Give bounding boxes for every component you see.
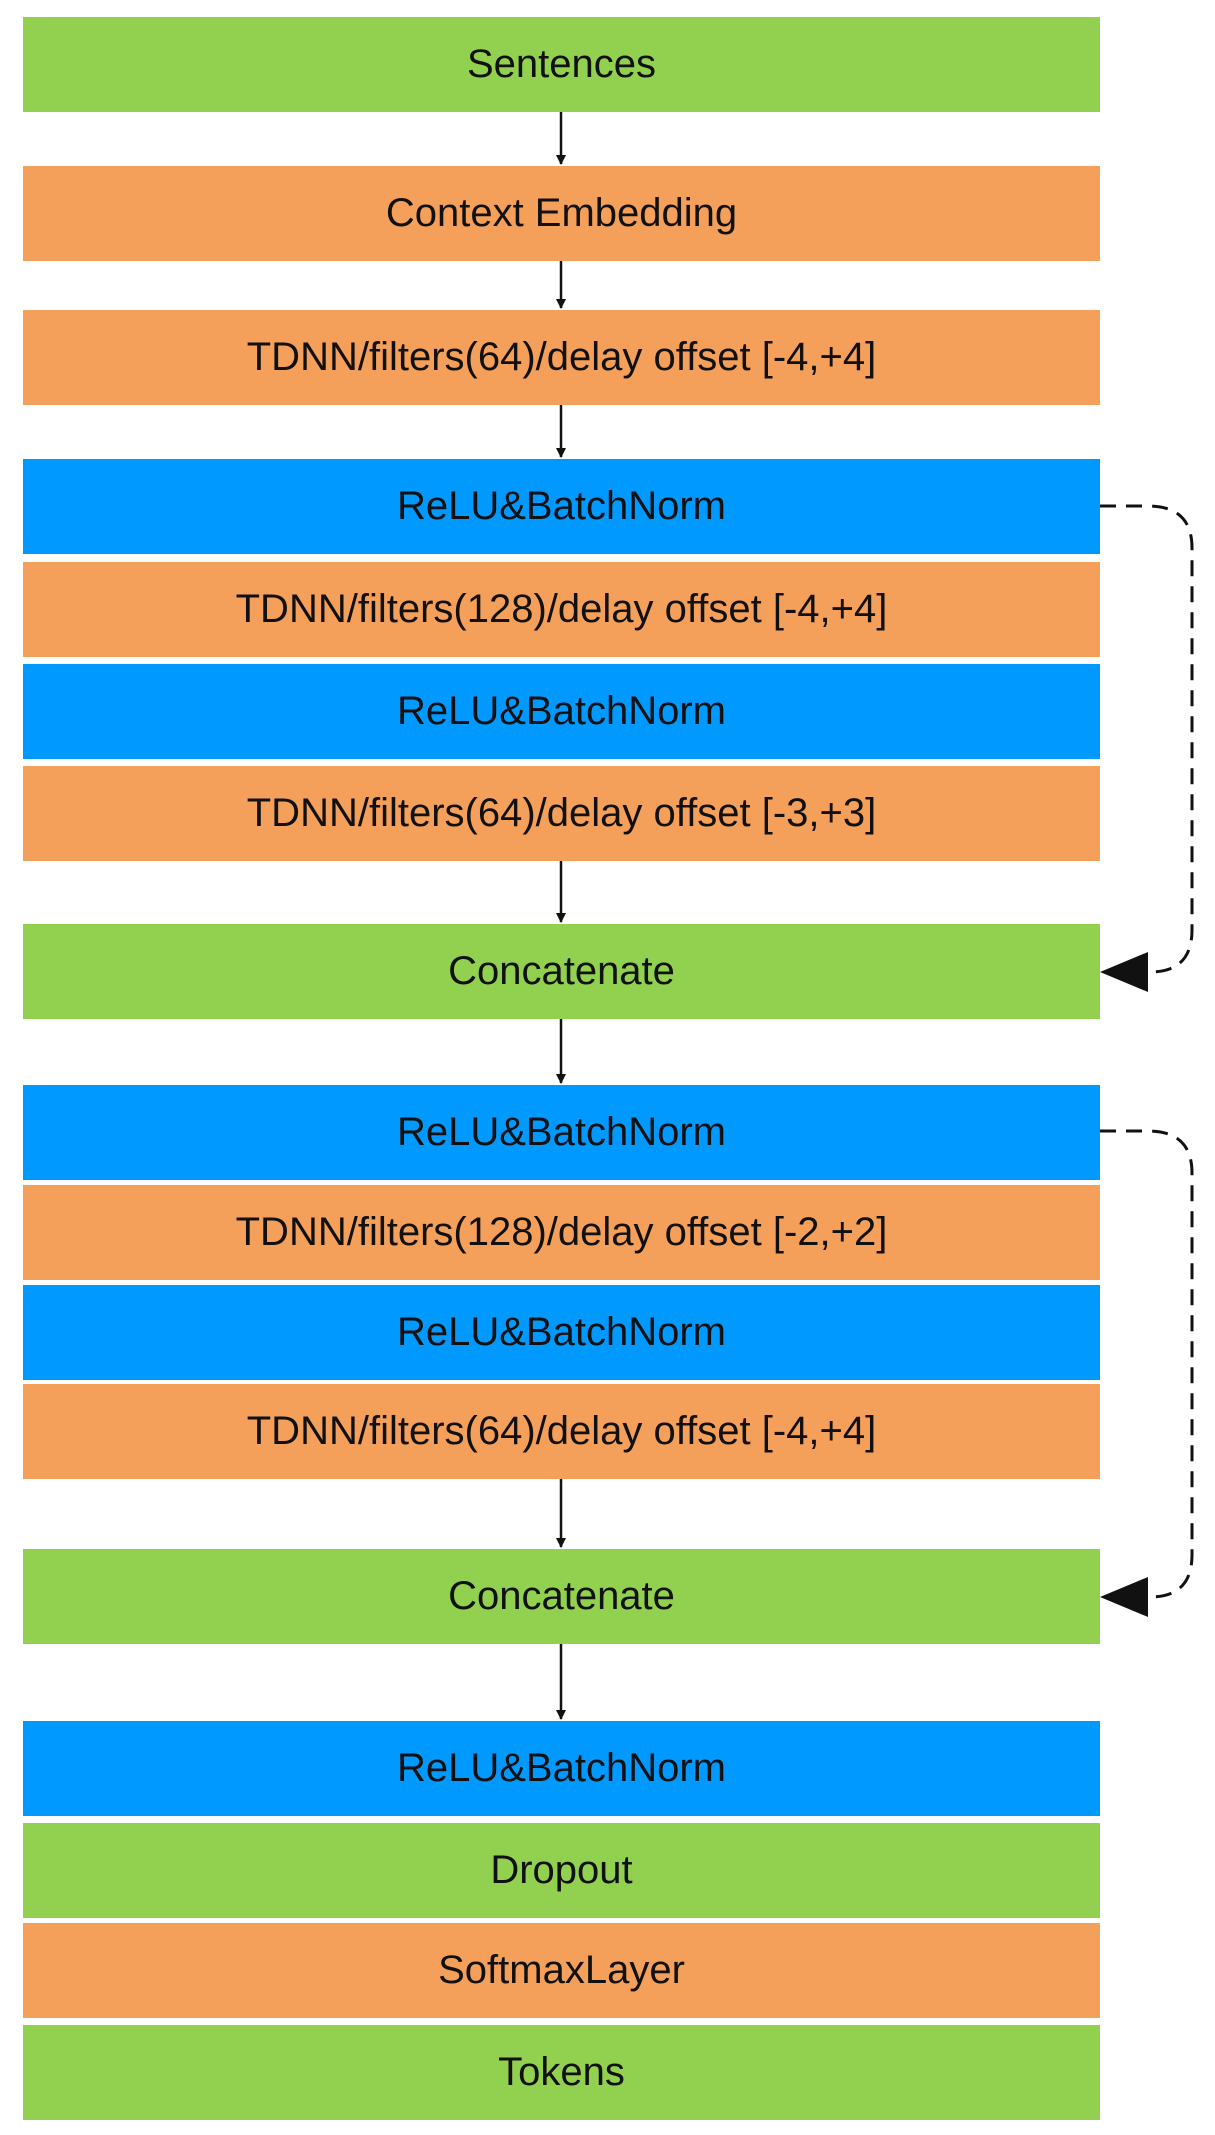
block-label: TDNN/filters(128)/delay offset [-4,+4] <box>235 587 888 631</box>
block-context-embedding: Context Embedding <box>23 166 1100 261</box>
block-label: TDNN/filters(64)/delay offset [-4,+4] <box>246 335 877 379</box>
block-label: ReLU&BatchNorm <box>396 1746 726 1790</box>
arrowhead-skip-1 <box>1100 952 1148 992</box>
block-label: TDNN/filters(64)/delay offset [-4,+4] <box>246 1409 877 1453</box>
block-sentences: Sentences <box>23 17 1100 112</box>
block-tdnn-5: TDNN/filters(64)/delay offset [-4,+4] <box>23 1384 1100 1479</box>
block-tdnn-2: TDNN/filters(128)/delay offset [-4,+4] <box>23 562 1100 657</box>
block-label: SoftmaxLayer <box>438 1948 685 1992</box>
block-label: Context Embedding <box>385 191 738 235</box>
block-label: Tokens <box>498 2050 625 2094</box>
block-relu-bn-4: ReLU&BatchNorm <box>23 1285 1100 1380</box>
block-tokens: Tokens <box>23 2025 1100 2120</box>
block-concatenate-1: Concatenate <box>23 924 1100 1019</box>
skip-connection-2 <box>1100 1129 1194 1599</box>
block-tdnn-1: TDNN/filters(64)/delay offset [-4,+4] <box>23 310 1100 405</box>
block-label: Concatenate <box>448 949 675 993</box>
skip-connection-1 <box>1100 504 1194 974</box>
block-label: Concatenate <box>448 1574 675 1618</box>
block-tdnn-4: TDNN/filters(128)/delay offset [-2,+2] <box>23 1185 1100 1280</box>
block-concatenate-2: Concatenate <box>23 1549 1100 1644</box>
block-label: TDNN/filters(128)/delay offset [-2,+2] <box>235 1210 888 1254</box>
block-relu-bn-1: ReLU&BatchNorm <box>23 459 1100 554</box>
block-softmax-layer: SoftmaxLayer <box>23 1923 1100 2018</box>
block-relu-bn-3: ReLU&BatchNorm <box>23 1085 1100 1180</box>
block-relu-bn-5: ReLU&BatchNorm <box>23 1721 1100 1816</box>
arrowhead-skip-2 <box>1100 1577 1148 1617</box>
block-tdnn-3: TDNN/filters(64)/delay offset [-3,+3] <box>23 766 1100 861</box>
block-label: Dropout <box>490 1848 633 1892</box>
block-label: ReLU&BatchNorm <box>396 689 726 733</box>
block-dropout: Dropout <box>23 1823 1100 1918</box>
block-label: Sentences <box>466 42 657 86</box>
block-label: TDNN/filters(64)/delay offset [-3,+3] <box>246 791 877 835</box>
block-relu-bn-2: ReLU&BatchNorm <box>23 664 1100 759</box>
block-label: ReLU&BatchNorm <box>396 1310 726 1354</box>
block-label: ReLU&BatchNorm <box>396 1110 726 1154</box>
block-label: ReLU&BatchNorm <box>396 484 726 528</box>
skip-connections <box>1100 504 1194 1617</box>
